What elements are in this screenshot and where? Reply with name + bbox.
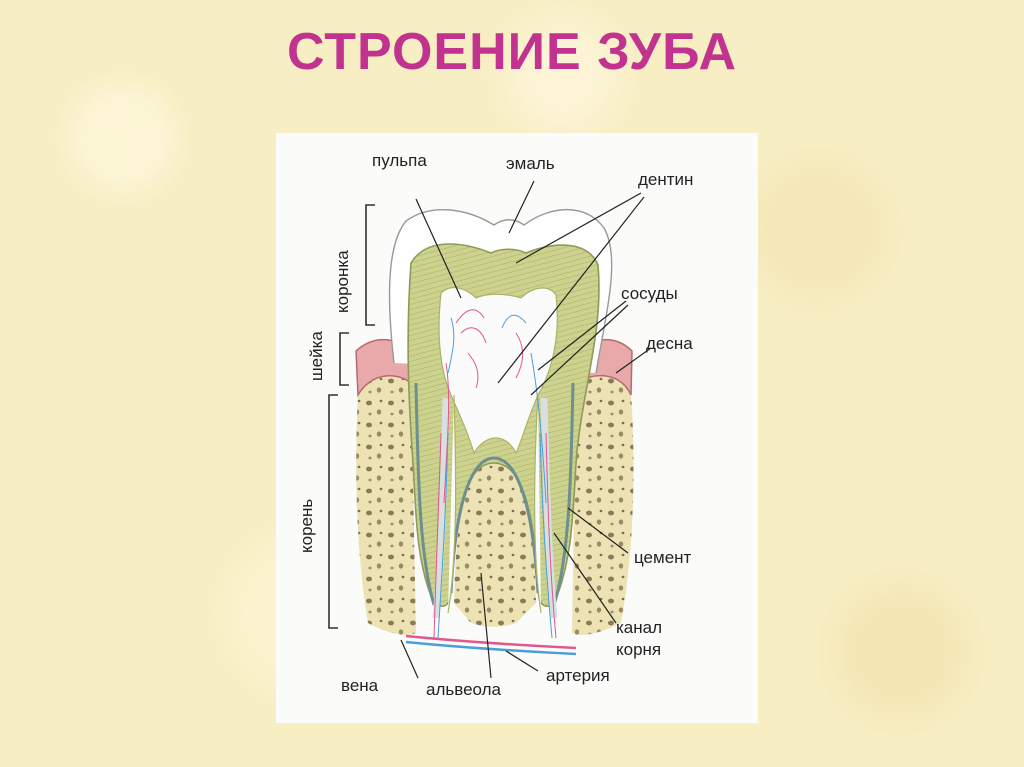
region-brackets	[328, 204, 375, 629]
label-root-canal-line2: корня	[616, 640, 661, 659]
root-label: корень	[297, 499, 316, 553]
label-pulp: пульпа	[372, 151, 427, 170]
label-gum: десна	[646, 334, 693, 353]
label-vessels: сосуды	[621, 284, 678, 303]
crown-bracket	[365, 204, 375, 326]
cement-inner	[449, 456, 540, 594]
vein-line	[405, 640, 577, 656]
crown-label: коронка	[333, 250, 352, 313]
root-canal-left	[432, 397, 450, 619]
cement-left	[414, 382, 436, 606]
root-canal-right	[540, 397, 558, 619]
bone-inter-root	[454, 451, 536, 627]
slide-title: СТРОЕНИЕ ЗУБА	[286, 23, 738, 81]
label-cement: цемент	[634, 548, 692, 567]
tooth-cross-section-svg: коронка шейка корень пульпа эмаль дентин…	[297, 151, 693, 699]
label-vein: вена	[341, 676, 379, 695]
label-dentin: дентин	[638, 170, 693, 189]
bone-right	[572, 375, 634, 635]
bone-left	[356, 375, 416, 635]
label-artery: артерия	[546, 666, 610, 685]
neck-label: шейка	[307, 331, 326, 381]
root-bracket	[328, 394, 338, 629]
artery-line	[405, 634, 577, 650]
label-enamel: эмаль	[506, 154, 555, 173]
leader-lines	[400, 180, 652, 679]
tooth-diagram: коронка шейка корень пульпа эмаль дентин…	[276, 133, 758, 723]
label-alveolus: альвеола	[426, 680, 502, 699]
pulp	[438, 286, 558, 614]
neck-bracket	[339, 332, 349, 386]
vessels	[433, 309, 557, 639]
label-root-canal-line1: канал	[616, 618, 662, 637]
